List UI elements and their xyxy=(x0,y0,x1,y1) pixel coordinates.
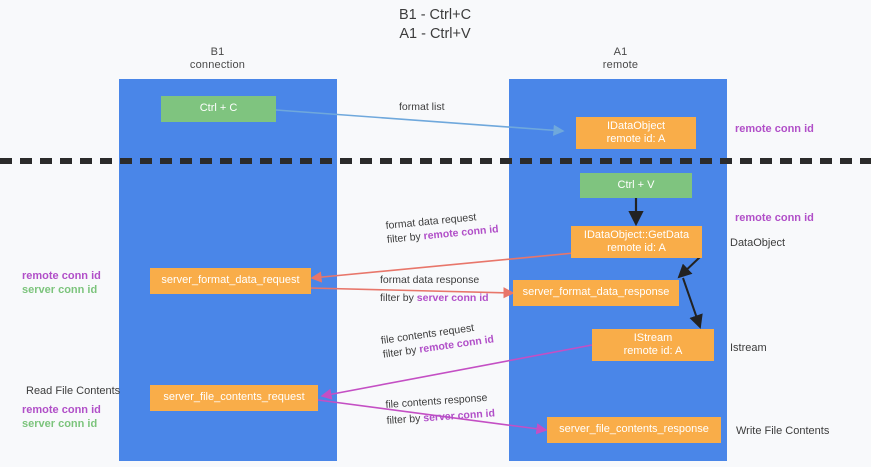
diagram-title-line2: A1 - Ctrl+V xyxy=(399,26,471,42)
lane-title-b1: B1 connection xyxy=(155,46,280,72)
lane-title-b1-line1: B1 xyxy=(210,46,225,58)
lane-title-a1-line1: A1 xyxy=(613,46,628,58)
edge-label-format-list-text: format list xyxy=(399,101,445,113)
node-server-file-contents-request[interactable]: server_file_contents_request xyxy=(150,385,318,411)
edge-label-format-data-response: format data response filter by server co… xyxy=(380,273,489,305)
edge-label-format-data-request: format data request filter by remote con… xyxy=(385,208,499,247)
row-label-write-file-contents: Write File Contents xyxy=(736,424,829,438)
row-label-istream-text: Istream xyxy=(730,342,767,354)
edge-label-file-contents-request: file contents request filter by remote c… xyxy=(380,318,495,361)
phase-separator xyxy=(0,158,871,164)
side-label-right-top-remote-conn-id-text: remote conn id xyxy=(735,123,814,135)
edge-label-format-data-response-filter-prefix: filter by xyxy=(380,292,417,304)
node-istream[interactable]: IStream remote id: A xyxy=(592,329,714,361)
side-label-left-mid-remote-conn-id: remote conn id xyxy=(22,270,101,282)
row-label-write-file-contents-text: Write File Contents xyxy=(736,425,830,437)
node-server-format-data-request-label: server_format_data_request xyxy=(161,274,300,287)
lane-title-a1-line2: remote xyxy=(602,59,639,71)
node-istream-label: IStream xyxy=(633,331,673,344)
row-label-data-object: DataObject xyxy=(730,236,785,250)
edge-label-format-data-request-filter-prefix: filter by xyxy=(386,230,425,246)
side-label-left-bottom-server-conn-id: server conn id xyxy=(22,418,98,430)
side-label-right-mid-remote-conn-id-text: remote conn id xyxy=(735,212,814,224)
edge-label-file-contents-response-filter-key: server conn id xyxy=(422,407,496,425)
side-label-left-mid-conn-ids: remote conn id server conn id xyxy=(22,269,101,297)
node-server-file-contents-response-label: server_file_contents_response xyxy=(559,423,709,436)
row-label-read-file-contents: Read File Contents xyxy=(26,384,120,398)
node-server-file-contents-request-label: server_file_contents_request xyxy=(163,391,305,404)
node-idataobject-sub: remote id: A xyxy=(606,133,666,145)
node-ctrl-v-label: Ctrl + V xyxy=(617,178,655,191)
node-server-format-data-response-label: server_format_data_response xyxy=(522,286,670,299)
side-label-right-top-remote-conn-id: remote conn id xyxy=(735,122,814,136)
node-getdata[interactable]: IDataObject::GetData remote id: A xyxy=(571,226,702,258)
edge-label-format-data-response-text: format data response xyxy=(380,274,480,286)
node-server-format-data-request[interactable]: server_format_data_request xyxy=(150,268,311,294)
lane-title-b1-line2: connection xyxy=(189,59,246,71)
node-server-format-data-response[interactable]: server_format_data_response xyxy=(513,280,679,306)
node-idataobject-label: IDataObject xyxy=(606,119,666,132)
row-label-data-object-text: DataObject xyxy=(730,237,786,249)
row-label-read-file-contents-text: Read File Contents xyxy=(26,385,121,397)
lane-title-a1: A1 remote xyxy=(558,46,683,72)
diagram-title: B1 - Ctrl+C A1 - Ctrl+V xyxy=(330,6,540,44)
node-ctrl-c-label: Ctrl + C xyxy=(199,102,238,115)
row-label-istream: Istream xyxy=(730,341,767,355)
side-label-left-bottom-conn-ids: remote conn id server conn id xyxy=(22,403,101,431)
node-ctrl-v[interactable]: Ctrl + V xyxy=(580,173,692,198)
edge-label-format-data-response-filter-key: server conn id xyxy=(416,292,489,304)
edge-label-file-contents-response: file contents response filter by server … xyxy=(385,390,495,427)
node-ctrl-c[interactable]: Ctrl + C xyxy=(161,96,276,122)
edge-label-file-contents-request-filter-prefix: filter by xyxy=(382,343,421,361)
side-label-right-mid-remote-conn-id: remote conn id xyxy=(735,211,814,225)
node-istream-sub: remote id: A xyxy=(623,345,683,357)
edge-label-file-contents-response-filter-prefix: filter by xyxy=(386,412,424,427)
side-label-left-bottom-remote-conn-id: remote conn id xyxy=(22,404,101,416)
side-label-left-mid-server-conn-id: server conn id xyxy=(22,284,98,296)
node-idataobject[interactable]: IDataObject remote id: A xyxy=(576,117,696,149)
node-getdata-sub: remote id: A xyxy=(607,242,666,254)
node-getdata-label: IDataObject::GetData xyxy=(583,228,690,241)
edge-label-format-list: format list xyxy=(399,100,445,114)
node-server-file-contents-response[interactable]: server_file_contents_response xyxy=(547,417,721,443)
diagram-title-line1: B1 - Ctrl+C xyxy=(398,7,472,23)
